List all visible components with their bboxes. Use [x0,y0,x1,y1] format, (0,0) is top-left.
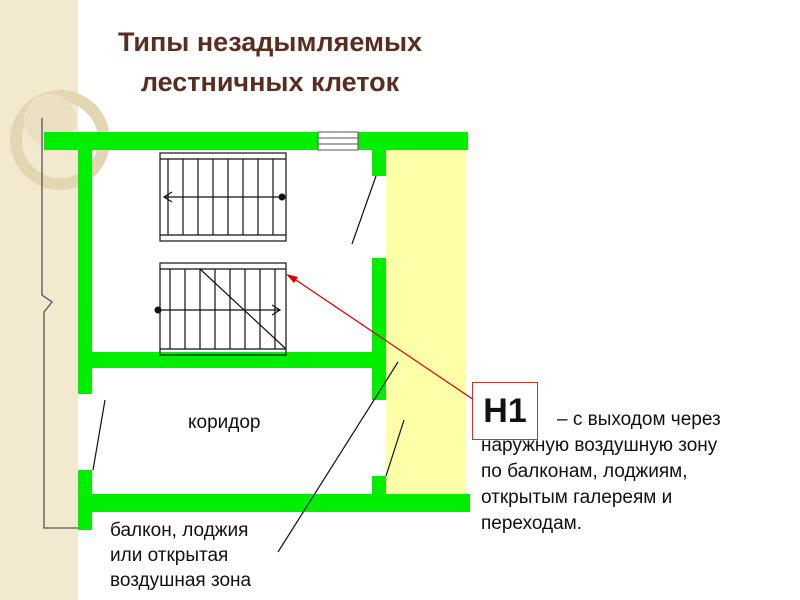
right-wall-middle [372,258,386,400]
stairwell-type-box: Н1 [472,382,538,440]
balcony-door-line [385,419,405,477]
top-wall-left [44,132,318,150]
left-wall-upper [78,132,92,394]
corridor-door-line [92,399,106,471]
h1-pointer-arrowhead [286,274,298,283]
description-line-4: открытым галереям и [481,487,673,508]
stair-flight-lower [154,262,287,356]
top-wall-right [358,132,468,150]
stair-diagonal-line [199,268,287,350]
window [317,131,359,151]
balcony-label-line-3: воздушная зона [110,570,252,591]
door-swings [92,175,405,477]
description-line-5: переходам. [481,513,583,534]
balcony-label-line-1: балкон, лоджия [110,520,249,541]
corridor-label: коридор [188,412,261,433]
description-line-2: наружную воздушную зону [481,435,718,456]
h1-pointer-line [289,275,475,401]
corridor-top-wall [78,352,386,368]
bottom-wall [78,494,470,512]
walls [44,132,470,530]
balcony-label: балкон, лоджия или открытая воздушная зо… [110,518,251,593]
stairwell-type-description: – с выходом через наружную воздушную зон… [481,407,781,537]
balcony-label-line-2: или открытая [110,545,229,566]
title-line-1: Типы незадымляемых [117,27,423,57]
outdoor-air-zone [386,150,466,495]
description-line-1: – с выходом через [557,409,721,430]
stair-flight-upper [159,152,287,242]
stair-door-line [351,175,377,245]
description-line-3: по балконам, лоджиям, [481,461,688,482]
title-line-2: лестничных клеток [140,67,400,97]
decorative-outline-line [41,118,88,529]
right-wall-top-stub [372,150,386,176]
right-wall-bottom-stub [372,476,386,498]
slide-title: Типы незадымляемых лестничных клеток [80,22,460,102]
balcony-leader-line [277,361,399,553]
